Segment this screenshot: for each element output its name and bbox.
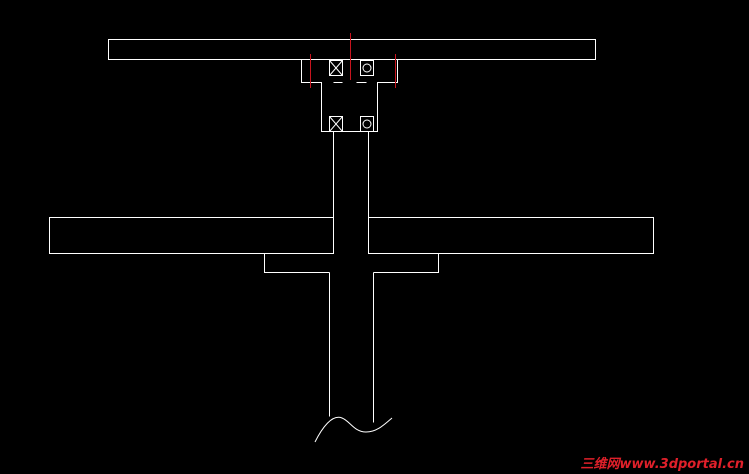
lower-bearing-right-box: [360, 116, 374, 132]
upper-bearing-right-box: [360, 60, 374, 76]
shaft-break-line: [314, 416, 393, 443]
lower-bearing-left-cross: [329, 116, 343, 132]
lower-bearing-ball: [362, 119, 372, 129]
watermark-text: 三维网www.3dportal.cn: [581, 456, 744, 472]
lower-bearing-left-box: [329, 116, 343, 132]
middle-plate-left: [49, 217, 334, 254]
top-plate: [108, 39, 596, 60]
hub-collar: [264, 253, 439, 273]
upper-bearing-left-box: [329, 60, 343, 76]
upper-bearing-ball: [362, 63, 372, 73]
middle-plate-right: [368, 217, 654, 254]
upper-bearing-left-cross: [329, 60, 343, 76]
bearing-housing: [301, 59, 398, 132]
